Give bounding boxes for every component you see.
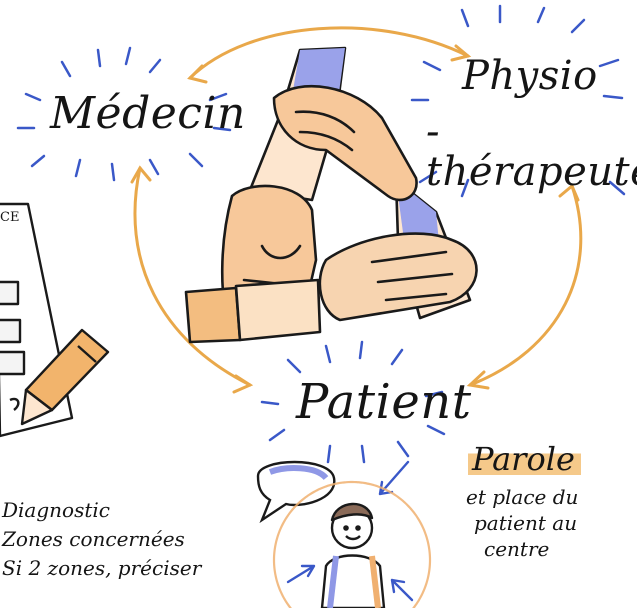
parole-subtitle-line: et place du — [466, 485, 579, 509]
rays-physio — [410, 4, 626, 198]
parole-title: Parole — [468, 440, 581, 478]
diagnostic-list: Diagnostic Zones concernées Si 2 zones, … — [2, 496, 201, 583]
diagnostic-item: Si 2 zones, préciser — [2, 556, 202, 580]
role-physio-label-line2: -thérapeute — [426, 109, 637, 195]
patient-figure — [320, 502, 386, 608]
arrowhead-patient-right — [466, 370, 490, 390]
parole-block: Parole et place du patient au centre — [466, 440, 636, 562]
arrow-doctor-physio — [188, 26, 470, 80]
role-patient-label: Patient — [296, 374, 472, 430]
parole-subtitle-line: centre — [484, 537, 550, 561]
role-physio-label-line1: Physio — [462, 53, 598, 99]
diagnostic-item: Diagnostic — [2, 498, 110, 522]
arrowhead-doctor — [187, 64, 208, 84]
parole-subtitle: et place du patient au centre — [466, 484, 636, 562]
speech-bubble — [256, 460, 336, 524]
arrowhead-doctor-2 — [130, 165, 152, 184]
diagnostic-item: Zones concernées — [2, 527, 185, 551]
patient-halo — [272, 480, 432, 608]
arrow-doctor-patient — [133, 166, 252, 387]
parole-subtitle-line: patient au — [474, 511, 578, 535]
pen — [20, 328, 110, 426]
arrowhead-physio — [450, 44, 472, 62]
rays-doctor — [16, 46, 232, 182]
arrowhead-physio-2 — [558, 183, 580, 202]
form-fragment-text: CE — [0, 210, 20, 225]
rays-patient — [260, 340, 446, 464]
arrow-physio-patient — [468, 184, 583, 387]
arrowhead-patient-left — [232, 374, 254, 394]
interlocked-hands — [184, 46, 478, 344]
role-doctor-label: Médecin — [50, 88, 246, 139]
cycle-arrows — [130, 26, 583, 394]
